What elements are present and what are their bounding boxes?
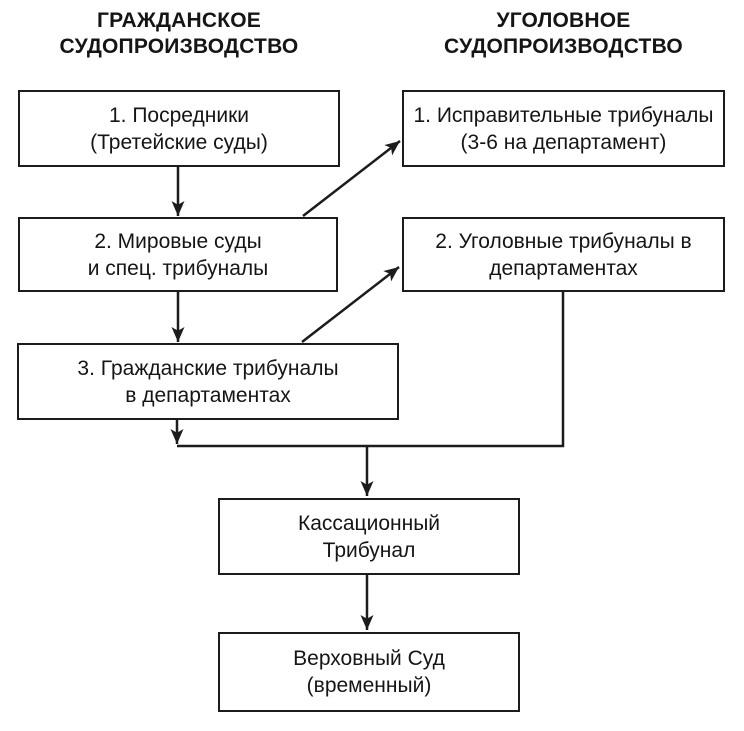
- header-criminal-line1: УГОЛОВНОЕ: [496, 9, 631, 32]
- box-cassation-tribunal: Кассационный Трибунал: [218, 498, 520, 575]
- box-civil-tribunals-line2: в департаментах: [125, 383, 291, 407]
- box-civil-tribunals-line1: 3. Гражданские трибуналы: [77, 356, 339, 380]
- header-criminal-proceedings: УГОЛОВНОЕ СУДОПРОИЗВОДСТВО: [402, 8, 725, 60]
- header-criminal-line2: СУДОПРОИЗВОДСТВО: [444, 35, 683, 58]
- box-magistrate-courts-line2: и спец. трибуналы: [87, 256, 269, 280]
- box-magistrate-courts: 2. Мировые суды и спец. трибуналы: [18, 217, 338, 292]
- box-supreme-court: Верховный Суд (временный): [218, 632, 520, 712]
- header-civil-line1: ГРАЖДАНСКОЕ: [96, 9, 262, 32]
- box-cassation-tribunal-line1: Кассационный: [297, 511, 441, 535]
- box-correctional-tribunals-line1: 1. Исправительные трибуналы: [413, 103, 714, 127]
- box-civil-tribunals: 3. Гражданские трибуналы в департаментах: [17, 343, 399, 420]
- box-mediators: 1. Посредники (Третейские суды): [18, 90, 340, 167]
- box-correctional-tribunals-line2: (3-6 на департамент): [460, 130, 667, 154]
- box-criminal-tribunals-line2: департаментах: [489, 256, 638, 280]
- header-civil-line2: СУДОПРОИЗВОДСТВО: [59, 35, 299, 58]
- header-civil-proceedings: ГРАЖДАНСКОЕ СУДОПРОИЗВОДСТВО: [18, 8, 340, 60]
- box-supreme-court-line2: (временный): [306, 674, 432, 697]
- box-supreme-court-line1: Верховный Суд: [293, 647, 445, 670]
- box-mediators-line2: (Третейские суды): [90, 130, 268, 154]
- box-magistrate-courts-line1: 2. Мировые суды: [94, 229, 262, 253]
- box-criminal-tribunals-line1: 2. Уголовные трибуналы в: [435, 229, 692, 253]
- box-criminal-tribunals: 2. Уголовные трибуналы в департаментах: [402, 217, 725, 292]
- box-cassation-tribunal-line2: Трибунал: [322, 538, 416, 562]
- box-correctional-tribunals: 1. Исправительные трибуналы (3-6 на депа…: [402, 90, 725, 167]
- box-mediators-line1: 1. Посредники: [108, 103, 250, 127]
